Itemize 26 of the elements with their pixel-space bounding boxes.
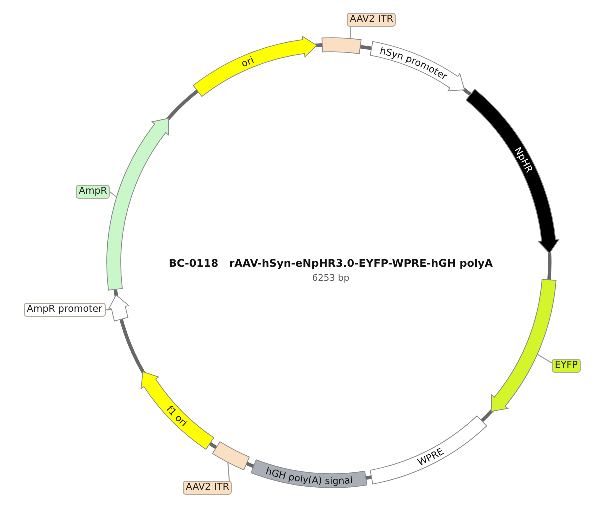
feature-label: ori — [240, 55, 256, 70]
plasmid-size: 6253 bp — [312, 274, 350, 284]
directional-feature — [466, 88, 560, 254]
feature-callout: AmpR promoter — [24, 303, 106, 317]
map-title: BC-0118 rAAV-hSyn-eNpHR3.0-EYFP-WPRE-hGH polyA — [169, 258, 493, 270]
feature-segment — [370, 416, 488, 485]
feature-segment — [212, 442, 250, 470]
feature-label: hGH poly(A) signal — [264, 466, 354, 488]
feature-callout: AAV2 ITR — [183, 481, 232, 495]
directional-feature — [106, 118, 170, 291]
feature-segment — [250, 460, 368, 488]
directional-feature — [491, 279, 557, 412]
directional-feature — [140, 372, 214, 450]
leader-line — [106, 308, 112, 310]
feature-label: f1 ori — [164, 404, 190, 430]
directional-feature — [108, 294, 130, 322]
leader-line — [537, 354, 552, 364]
directional-feature — [370, 41, 466, 92]
leader-line — [110, 192, 118, 198]
feature-callout: EYFP — [552, 359, 581, 373]
directional-feature — [193, 36, 318, 98]
leader-line — [350, 26, 352, 40]
feature-callout: AmpR — [76, 185, 110, 199]
feature-segment — [322, 38, 362, 54]
leader-line — [228, 462, 230, 482]
feature-callout: AAV2 ITR — [347, 13, 396, 27]
